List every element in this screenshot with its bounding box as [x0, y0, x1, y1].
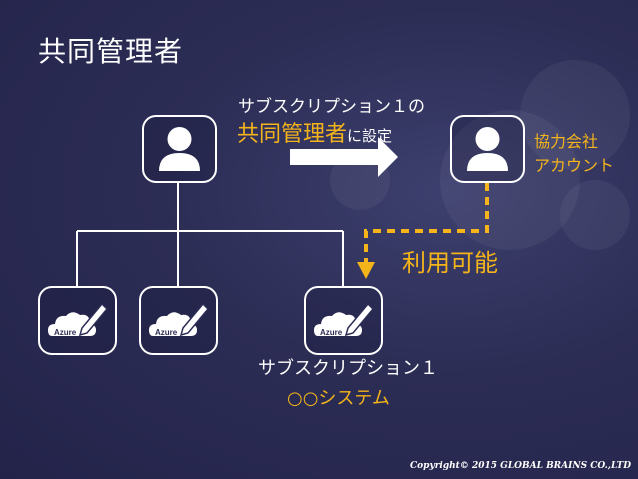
azure-subscription-tile: Azure [38, 286, 117, 355]
arrow-label-line2: 共同管理者に設定 [237, 116, 392, 148]
arrow-label-line1: サブスクリプション１の [238, 97, 425, 117]
azure-label: Azure [54, 328, 77, 337]
azure-label: Azure [320, 328, 343, 337]
partner-label-line2: アカウント [534, 156, 615, 175]
copyright-text: Copyright© 2015 GLOBAL BRAINS CO.,LTD [410, 461, 632, 471]
system-label: ○○システム [287, 388, 390, 409]
available-dashed-path [364, 183, 489, 262]
azure-label: Azure [155, 328, 178, 337]
bokeh-circle [560, 180, 630, 250]
azure-cloud-pencil-icon [314, 302, 375, 337]
arrow-label-suffix: に設定 [347, 127, 393, 145]
assign-arrow [290, 137, 398, 177]
subscription-label: サブスクリプション１ [258, 358, 438, 379]
azure-subscription-tile: Azure [304, 286, 383, 355]
azure-cloud-pencil-icon [149, 302, 210, 337]
available-arrow-head [357, 262, 375, 279]
azure-subscription-tile: Azure [139, 286, 218, 355]
partner-user-box [450, 115, 525, 183]
co-admin-highlight: 共同管理者 [237, 122, 348, 147]
admin-user-box [142, 115, 217, 183]
available-label: 利用可能 [402, 249, 498, 277]
bokeh-circle [520, 60, 630, 170]
user-icon [467, 127, 508, 171]
user-icon [159, 127, 200, 171]
partner-label-line1: 協力会社 [534, 132, 599, 151]
azure-cloud-pencil-icon [48, 302, 109, 337]
partner-account-label: 協力会社 アカウント [534, 130, 614, 178]
page-title: 共同管理者 [38, 35, 184, 68]
